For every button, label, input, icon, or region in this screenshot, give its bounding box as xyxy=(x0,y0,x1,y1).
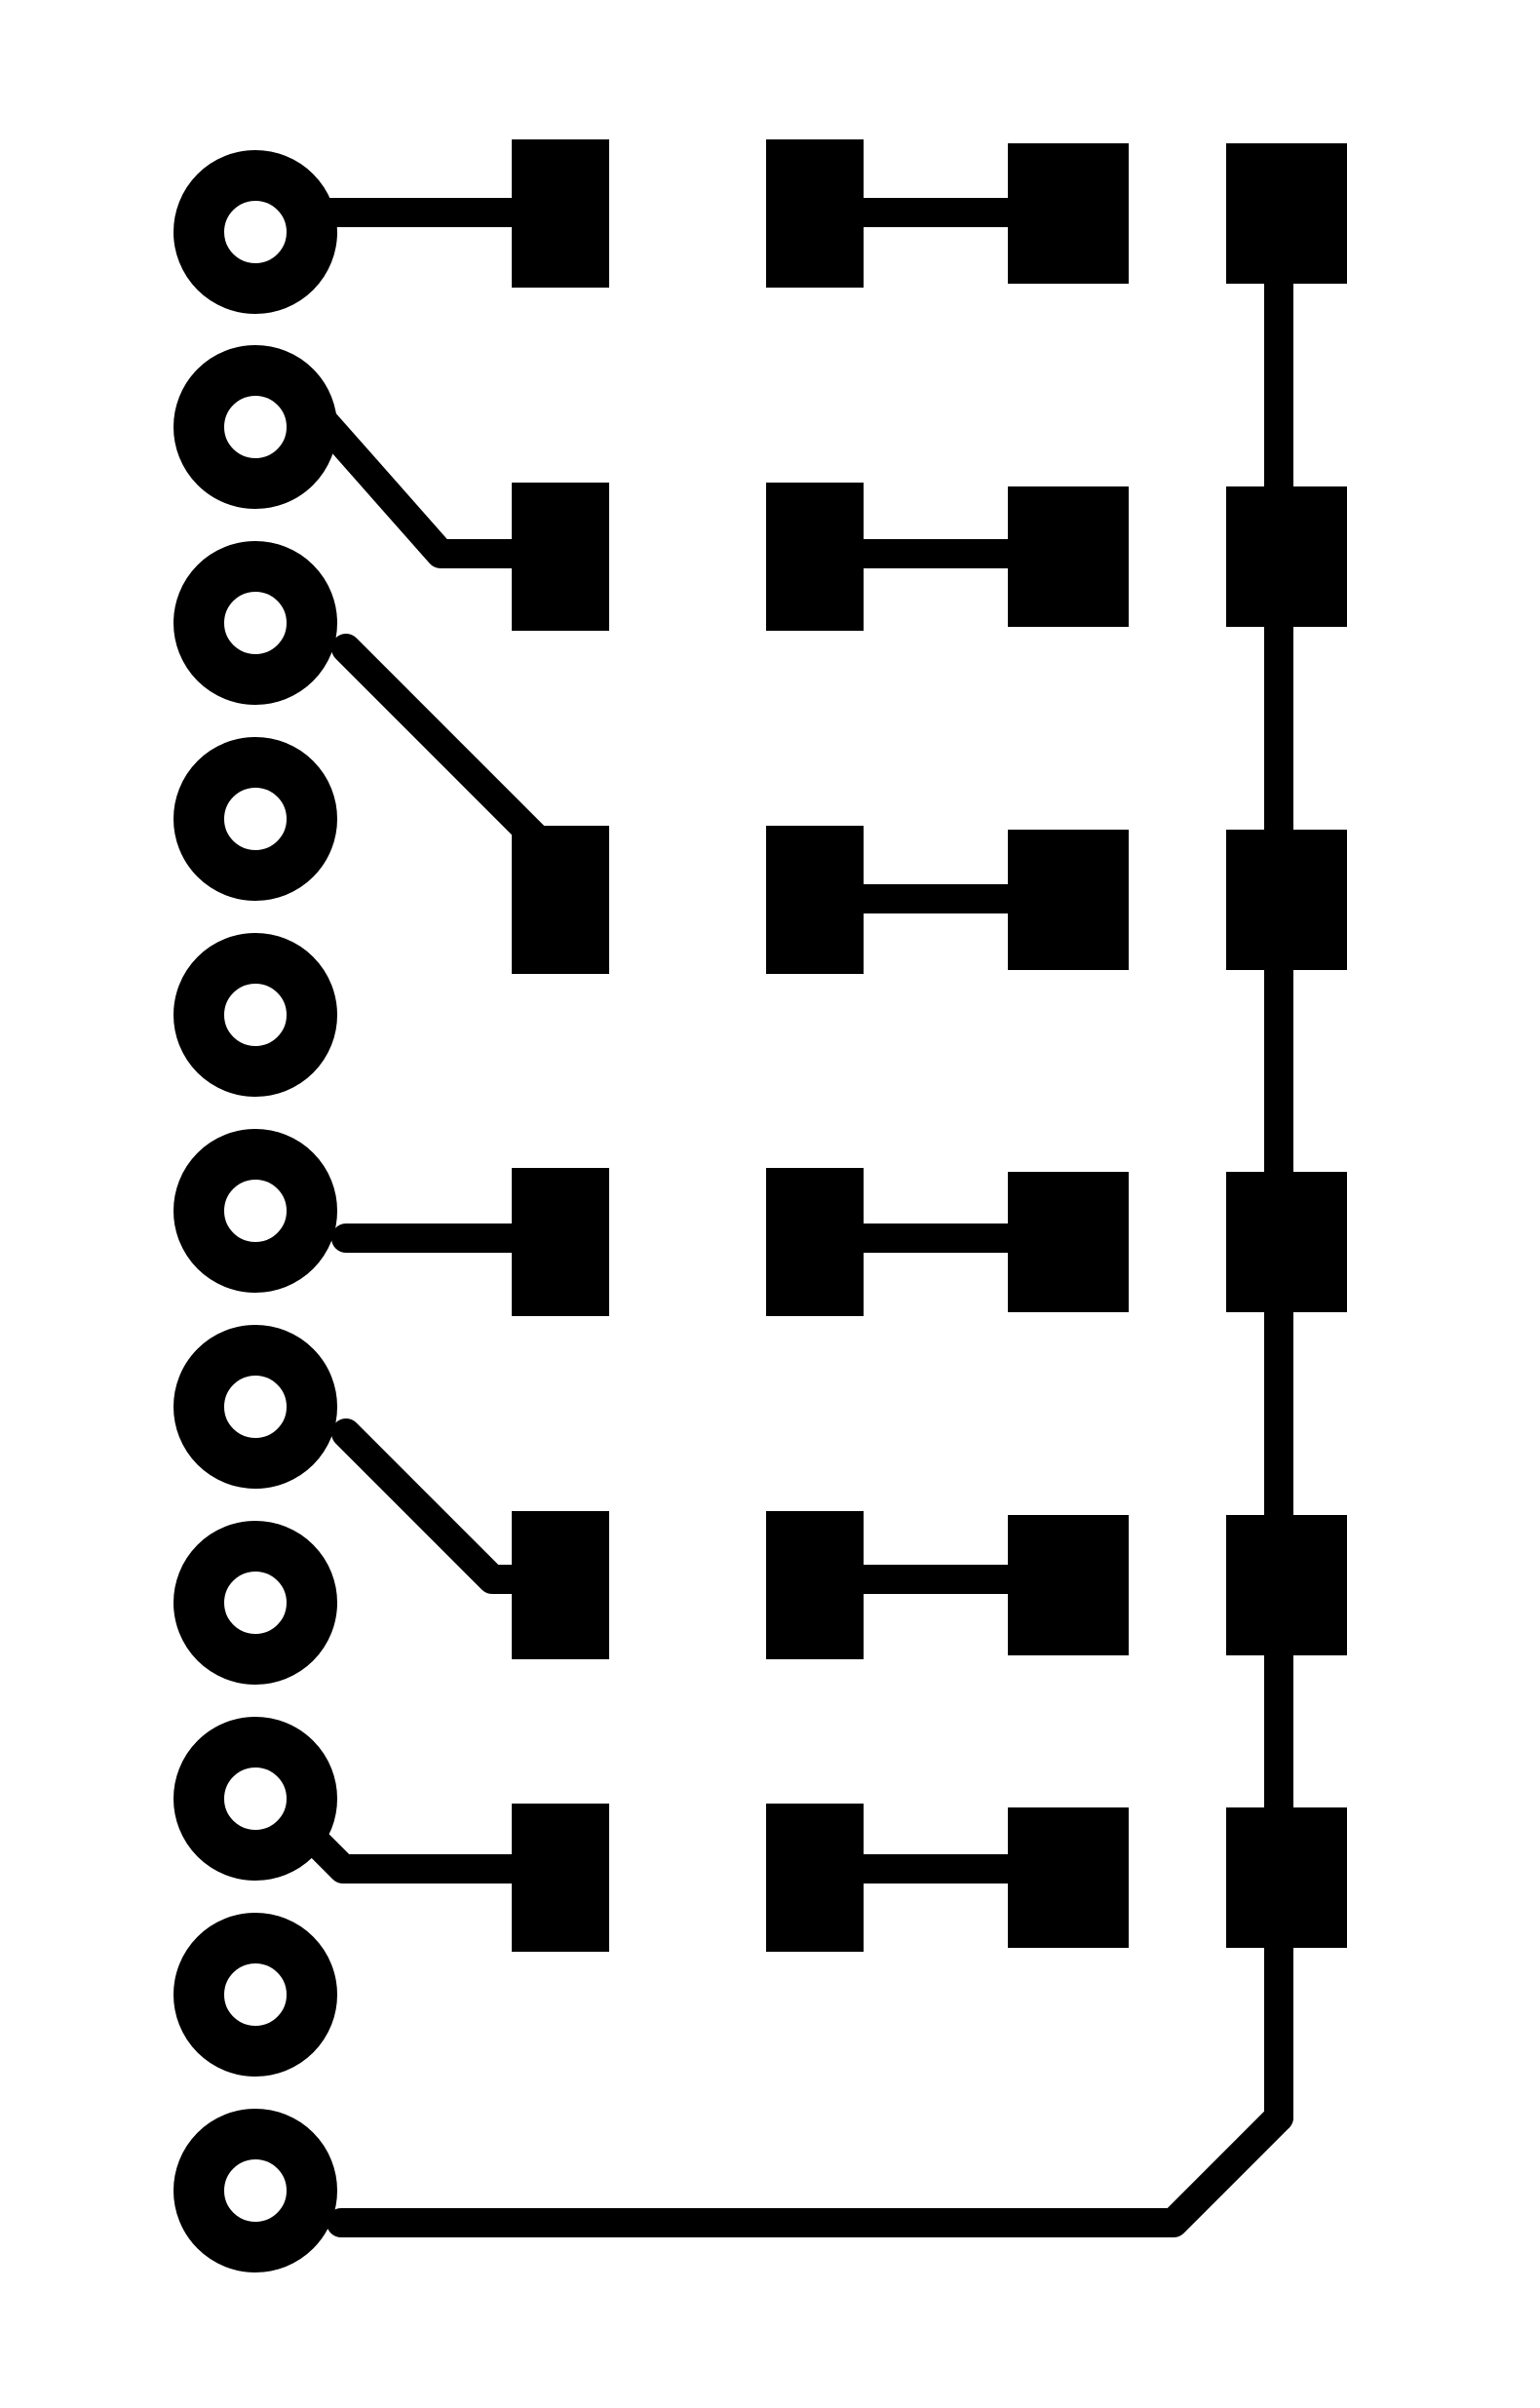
pad-row6-col4 xyxy=(1226,1807,1347,1948)
pin-4 xyxy=(173,737,337,901)
pad-row4-col2 xyxy=(766,1168,864,1316)
pad-row1-col4 xyxy=(1226,143,1347,284)
pin-2 xyxy=(173,345,337,509)
pin-8 xyxy=(173,1521,337,1685)
pad-row5-col3 xyxy=(1008,1515,1129,1655)
left-pins xyxy=(173,150,337,2272)
middle-traces xyxy=(838,198,1033,1884)
pad-row2-col3 xyxy=(1008,486,1129,627)
pad-row2-col4 xyxy=(1226,486,1347,627)
pad-row5-col4 xyxy=(1226,1515,1347,1655)
pad-row2-col1 xyxy=(512,483,609,631)
pad-row3-col3 xyxy=(1008,830,1129,970)
pin-3 xyxy=(173,541,337,705)
pad-row3-col2 xyxy=(766,826,864,974)
pad-row3-col4 xyxy=(1226,830,1347,970)
pad-row4-col1 xyxy=(512,1168,609,1316)
pin-6 xyxy=(173,1129,337,1293)
pad-row6-col1 xyxy=(512,1804,609,1952)
pads xyxy=(512,139,1347,1952)
pin-11 xyxy=(173,2109,337,2272)
pin-1 xyxy=(173,150,337,314)
pin-7 xyxy=(173,1325,337,1489)
pin-9 xyxy=(173,1717,337,1881)
pad-row1-col3 xyxy=(1008,143,1129,284)
pad-row4-col3 xyxy=(1008,1172,1129,1312)
pad-row4-col4 xyxy=(1226,1172,1347,1312)
pad-row6-col3 xyxy=(1008,1807,1129,1948)
pad-row6-col2 xyxy=(766,1804,864,1952)
trace-pin9 xyxy=(297,1823,575,1884)
bus-bottom-trace xyxy=(327,2103,1293,2237)
pad-row2-col2 xyxy=(766,483,864,631)
pad-row5-col2 xyxy=(766,1511,864,1659)
pad-row3-col1 xyxy=(512,826,609,974)
pad-row1-col2 xyxy=(766,139,864,288)
pin-10 xyxy=(173,1913,337,2077)
pad-row5-col1 xyxy=(512,1511,609,1659)
pad-row1-col1 xyxy=(512,139,609,288)
pin-5 xyxy=(173,933,337,1097)
